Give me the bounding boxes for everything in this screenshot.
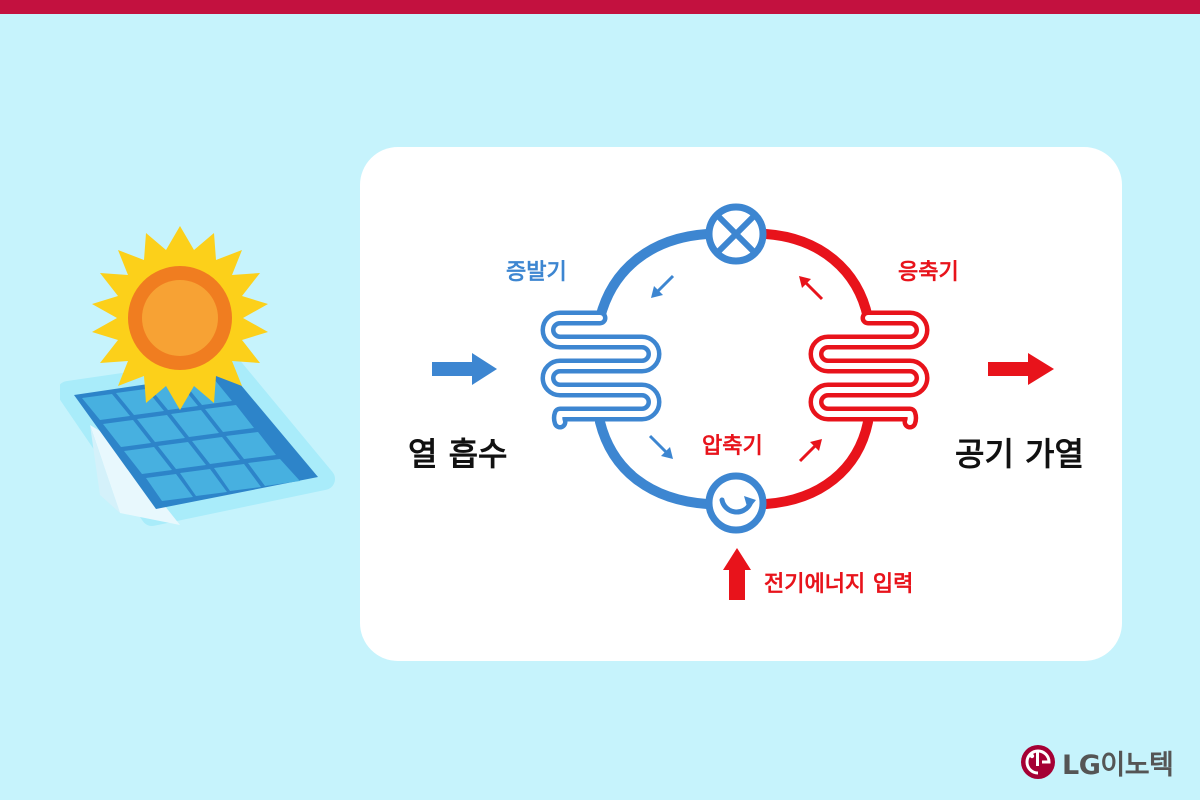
flow-arrow-evaporator-out xyxy=(648,434,673,459)
flow-arrow-evaporator-in xyxy=(651,274,675,298)
flow-arrow-condenser-out xyxy=(799,276,824,301)
lg-face-icon xyxy=(1021,745,1055,779)
electric-input-label: 전기에너지 입력 xyxy=(764,572,914,597)
brand-logo: LG이노텍 xyxy=(1020,742,1174,782)
flow-arrow-condenser-in xyxy=(798,439,822,463)
condenser-label: 응축기 xyxy=(898,260,959,285)
circle-cross-icon xyxy=(705,203,767,265)
heat-output-arrow xyxy=(988,353,1054,385)
heat-absorption-label: 열 흡수 xyxy=(408,435,508,473)
air-heating-label: 공기 가열 xyxy=(955,435,1084,473)
electric-input-arrow xyxy=(723,548,751,600)
sun-solar-panel-icon xyxy=(60,226,335,526)
top-accent-bar xyxy=(0,0,1200,14)
compressor-label: 압축기 xyxy=(702,434,763,459)
evaporator-label: 증발기 xyxy=(506,260,567,285)
heat-input-arrow xyxy=(432,353,497,385)
brand-name: LG이노텍 xyxy=(1062,749,1174,781)
circle-rotate-icon xyxy=(705,472,767,534)
